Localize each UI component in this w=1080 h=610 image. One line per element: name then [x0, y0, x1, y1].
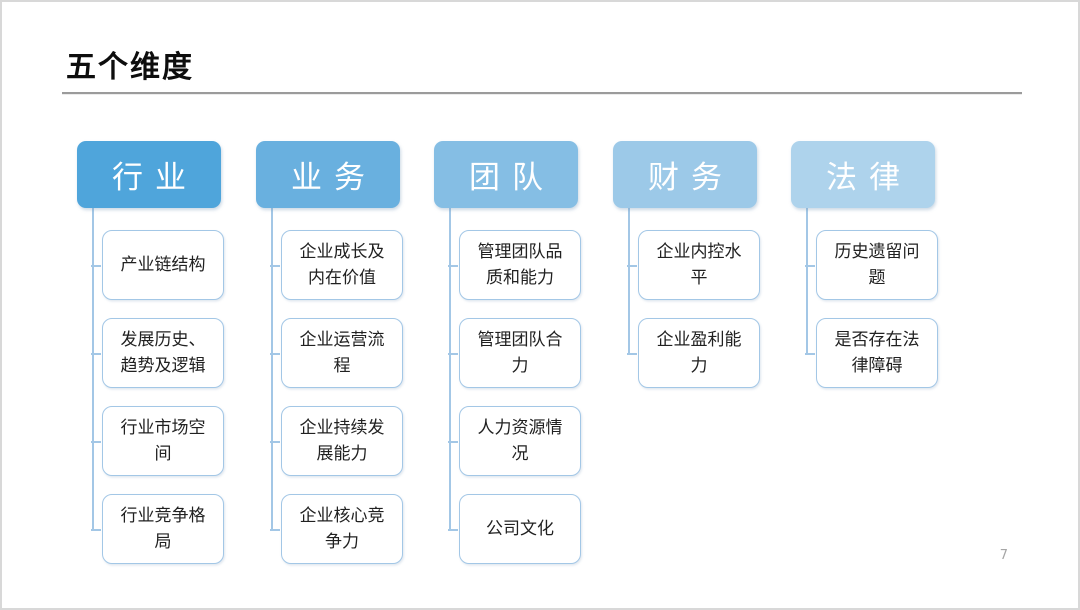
dimension-item: 是否存在法律障碍 — [805, 318, 938, 388]
title-divider — [62, 92, 1022, 94]
dimension-item: 管理团队品质和能力 — [448, 230, 581, 300]
dimension-item: 人力资源情况 — [448, 406, 581, 476]
dimension-item: 企业内控水平 — [627, 230, 760, 300]
connector-line — [92, 208, 94, 529]
dimension-column-team: 团队 管理团队品质和能力 管理团队合力 人力资源情况 公司文化 — [434, 141, 582, 571]
dimension-column-industry: 行业 产业链结构 发展历史、趋势及逻辑 行业市场空间 行业竞争格局 — [77, 141, 225, 571]
dimension-item: 企业持续发展能力 — [270, 406, 403, 476]
dimension-header-business: 业务 — [256, 141, 400, 208]
dimension-item: 企业核心竞争力 — [270, 494, 403, 564]
page-number: 7 — [999, 548, 1008, 563]
dimension-item: 管理团队合力 — [448, 318, 581, 388]
connector-line — [271, 208, 273, 529]
dimension-header-legal: 法律 — [791, 141, 935, 208]
dimension-item: 发展历史、趋势及逻辑 — [91, 318, 224, 388]
dimension-item: 公司文化 — [448, 494, 581, 564]
dimension-item: 产业链结构 — [91, 230, 224, 300]
connector-line — [806, 208, 808, 353]
page-title: 五个维度 — [66, 50, 194, 85]
dimension-item: 企业成长及内在价值 — [270, 230, 403, 300]
dimension-item: 企业盈利能力 — [627, 318, 760, 388]
dimension-header-team: 团队 — [434, 141, 578, 208]
dimension-column-business: 业务 企业成长及内在价值 企业运营流程 企业持续发展能力 企业核心竞争力 — [256, 141, 404, 571]
dimension-header-finance: 财务 — [613, 141, 757, 208]
dimension-header-industry: 行业 — [77, 141, 221, 208]
dimension-column-finance: 财务 企业内控水平 企业盈利能力 — [613, 141, 761, 571]
dimension-item: 历史遗留问题 — [805, 230, 938, 300]
dimension-item: 企业运营流程 — [270, 318, 403, 388]
dimension-column-legal: 法律 历史遗留问题 是否存在法律障碍 — [791, 141, 939, 571]
dimension-item: 行业竞争格局 — [91, 494, 224, 564]
dimension-item: 行业市场空间 — [91, 406, 224, 476]
connector-line — [449, 208, 451, 529]
connector-line — [628, 208, 630, 353]
